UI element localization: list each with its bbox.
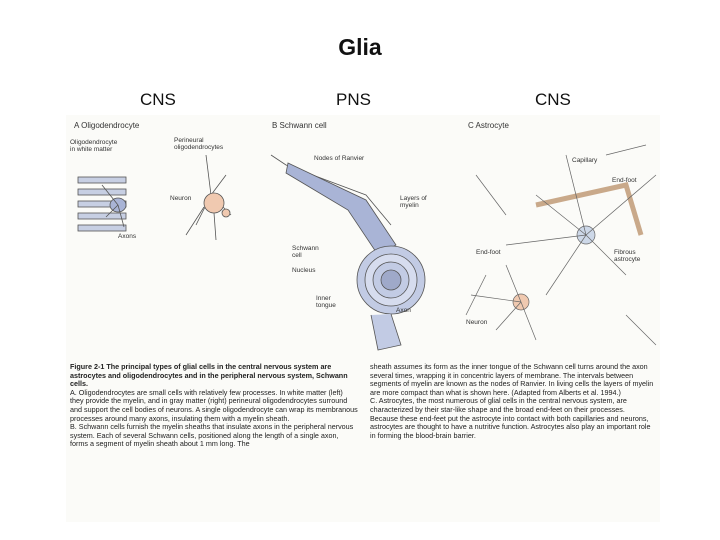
slide-title: Glia — [338, 34, 382, 60]
annotation-neuron-c: Neuron — [466, 319, 488, 326]
annotation-neuron-a: Neuron — [170, 195, 192, 202]
annotation-capillary: Capillary — [572, 157, 598, 164]
caption-a-text: A. Oligodendrocytes are small cells with… — [70, 387, 358, 423]
annotation-inner-tongue: Inner tongue — [316, 295, 336, 309]
panel-a-label: A Oligodendrocyte — [74, 121, 140, 130]
column-heading-cns-left: CNS — [140, 90, 176, 109]
caption-b-text: B. Schwann cells furnish the myelin shea… — [70, 422, 354, 449]
astrocyte-drawing — [465, 144, 657, 346]
annotation-oligodendrocyte-white-matter: Oligodendrocyte in white matter — [70, 139, 118, 153]
schwann-cell-drawing — [270, 154, 426, 351]
annotation-schwann-cell: Schwann cell — [292, 245, 319, 259]
caption-c-text: C. Astrocytes, the most numerous of glia… — [370, 396, 651, 440]
annotation-fibrous-astrocyte: Fibrous astrocyte — [614, 249, 641, 263]
annotation-layers-of-myelin: Layers of myelin — [400, 195, 427, 209]
annotation-axon: Axon — [396, 307, 411, 314]
panel-c-label: C Astrocyte — [468, 121, 509, 130]
column-heading-cns-right: CNS — [535, 90, 571, 109]
caption-sheath-text: sheath assumes its form as the inner ton… — [370, 362, 654, 397]
annotation-end-foot-left: End-foot — [476, 249, 501, 256]
annotation-perineural-oligodendrocytes: Perineural oligodendrocytes — [174, 137, 224, 151]
annotation-nucleus: Nucleus — [292, 267, 316, 274]
textbook-figure: A Oligodendrocyte Oligodendrocyte in whi… — [66, 115, 660, 522]
glia-illustration — [77, 144, 657, 351]
oligodendrocyte-drawing — [77, 154, 232, 241]
caption-left-column: Figure 2-1 The principal types of glial … — [70, 362, 358, 449]
annotation-axons: Axons — [118, 233, 137, 240]
caption-right-column: sheath assumes its form as the inner ton… — [370, 362, 654, 440]
figure-heading: Figure 2-1 The principal types of glial … — [70, 362, 348, 389]
annotation-nodes-of-ranvier: Nodes of Ranvier — [314, 155, 365, 162]
annotation-end-foot-top: End-foot — [612, 177, 637, 184]
column-heading-pns: PNS — [336, 90, 371, 109]
panel-b-label: B Schwann cell — [272, 121, 327, 130]
